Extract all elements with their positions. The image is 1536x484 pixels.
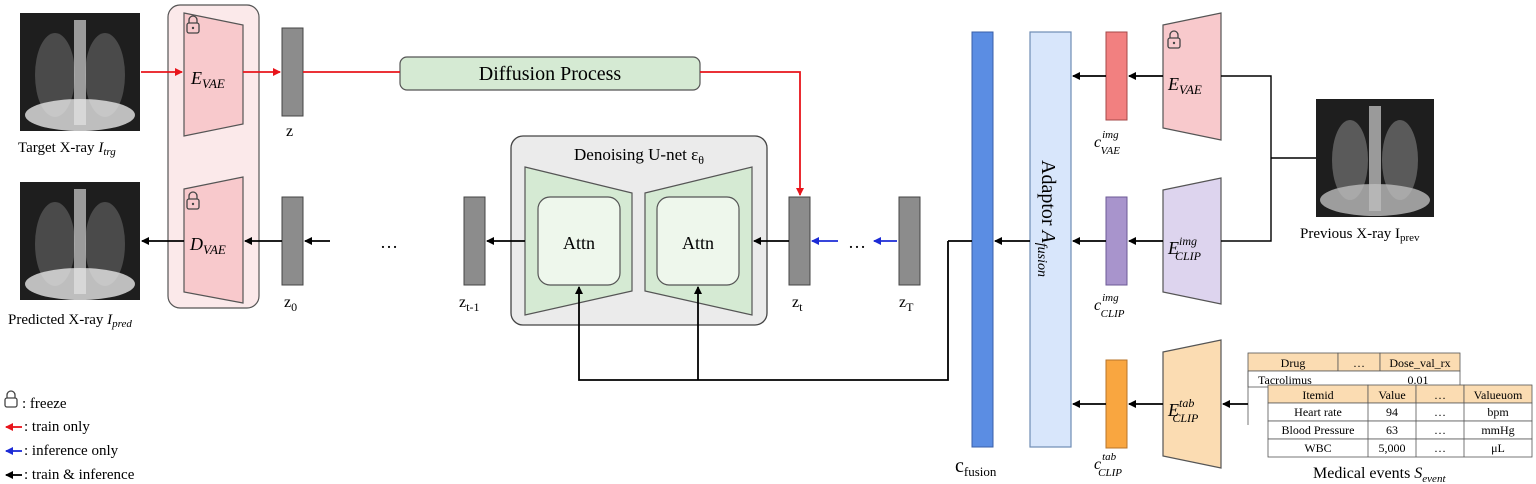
c-vae-img-bar <box>1105 31 1128 121</box>
diffusion-process-box <box>399 56 701 91</box>
svg-text:EVAE: EVAE <box>190 68 225 91</box>
latent-z0-label: z0 <box>284 294 297 314</box>
legend-train-inference: : train & inference <box>24 467 135 483</box>
lab-row: WBC <box>1304 441 1331 455</box>
latent-zt-minus-1-label: zt-1 <box>459 294 479 314</box>
svg-text:Itemid: Itemid <box>1302 388 1333 402</box>
latent-zt-minus-1 <box>463 196 486 286</box>
ellipsis-left: … <box>380 232 398 252</box>
legend: : freeze : train only : inference only :… <box>4 390 135 483</box>
connector-previous-xray <box>1221 75 1272 242</box>
latent-z <box>281 27 304 117</box>
svg-text:Value: Value <box>1378 388 1405 402</box>
svg-text:…: … <box>1434 441 1446 455</box>
previous-xray-caption: Previous X-ray Iprev <box>1300 226 1420 244</box>
svg-text:EVAE: EVAE <box>1167 74 1202 97</box>
drug-header-drug: Drug <box>1281 356 1306 370</box>
attn-block-right <box>656 196 740 286</box>
drug-header-dose: Dose_val_rx <box>1389 356 1450 370</box>
arrow-condition <box>575 241 949 381</box>
svg-text:63: 63 <box>1386 423 1398 437</box>
previous-xray-image <box>1316 99 1434 217</box>
medical-events-caption: Medical events Sevent <box>1313 465 1446 484</box>
svg-text:DVAE: DVAE <box>189 234 226 257</box>
svg-text:…: … <box>1434 388 1446 402</box>
lab-row: Blood Pressure <box>1282 423 1355 437</box>
svg-text:μL: μL <box>1491 441 1505 455</box>
ellipsis-right: … <box>848 232 866 252</box>
svg-text:mmHg: mmHg <box>1481 423 1514 437</box>
svg-text:…: … <box>1434 423 1446 437</box>
drug-table: Drug … Dose_val_rx Tacrolimus 0.01 <box>1247 352 1461 425</box>
adaptor-fusion-label: Adaptor Afusion <box>1034 160 1059 277</box>
svg-text:Valueuom: Valueuom <box>1474 388 1523 402</box>
lab-table: Itemid Value … Valueuom Heart rate 94 … … <box>1267 384 1533 458</box>
latent-z0 <box>281 196 304 286</box>
svg-text:bpm: bpm <box>1487 405 1509 419</box>
predicted-xray-caption: Predicted X-ray Ipred <box>8 312 132 330</box>
latent-zT <box>898 196 921 286</box>
e-vae-encoder-target: EVAE <box>183 12 244 137</box>
lock-icon <box>186 191 200 210</box>
latent-z-label: z <box>286 123 293 140</box>
e-vae-encoder-previous: EVAE <box>1162 12 1222 141</box>
target-xray-caption: Target X-ray Itrg <box>18 140 116 158</box>
legend-freeze: : freeze <box>22 396 67 412</box>
latent-zt-label: zt <box>792 294 803 314</box>
drug-header-ellipsis: … <box>1353 356 1365 370</box>
attn-right-label: Attn <box>682 233 714 253</box>
lock-icon <box>1167 30 1181 49</box>
lock-icon <box>4 390 18 408</box>
predicted-xray-image <box>20 182 140 300</box>
latent-zT-label: zT <box>899 294 914 314</box>
drug-cell-name: Tacrolimus <box>1258 373 1312 387</box>
c-clip-tab-bar <box>1105 359 1128 449</box>
legend-inference-only: : inference only <box>24 443 119 459</box>
c-clip-img-bar <box>1105 196 1128 286</box>
adaptor-fusion-block <box>1029 31 1072 448</box>
denoising-unet-title: Denoising U-net εθ <box>574 145 704 167</box>
diffusion-process-label: Diffusion Process <box>479 63 622 85</box>
d-vae-decoder: DVAE <box>183 176 244 304</box>
attn-block-left <box>537 196 621 286</box>
c-fusion-bar <box>971 31 994 448</box>
legend-train-only: : train only <box>24 419 90 435</box>
lock-icon <box>186 15 200 34</box>
svg-text:94: 94 <box>1386 405 1398 419</box>
lab-row: Heart rate <box>1294 405 1342 419</box>
latent-zt <box>788 196 811 286</box>
drug-cell-dose: 0.01 <box>1408 373 1429 387</box>
attn-left-label: Attn <box>563 233 595 253</box>
svg-text:5,000: 5,000 <box>1379 441 1406 455</box>
c-fusion-label: cfusion <box>955 455 997 479</box>
target-xray-image <box>20 13 140 131</box>
arrow-train <box>700 71 804 196</box>
svg-text:…: … <box>1434 405 1446 419</box>
